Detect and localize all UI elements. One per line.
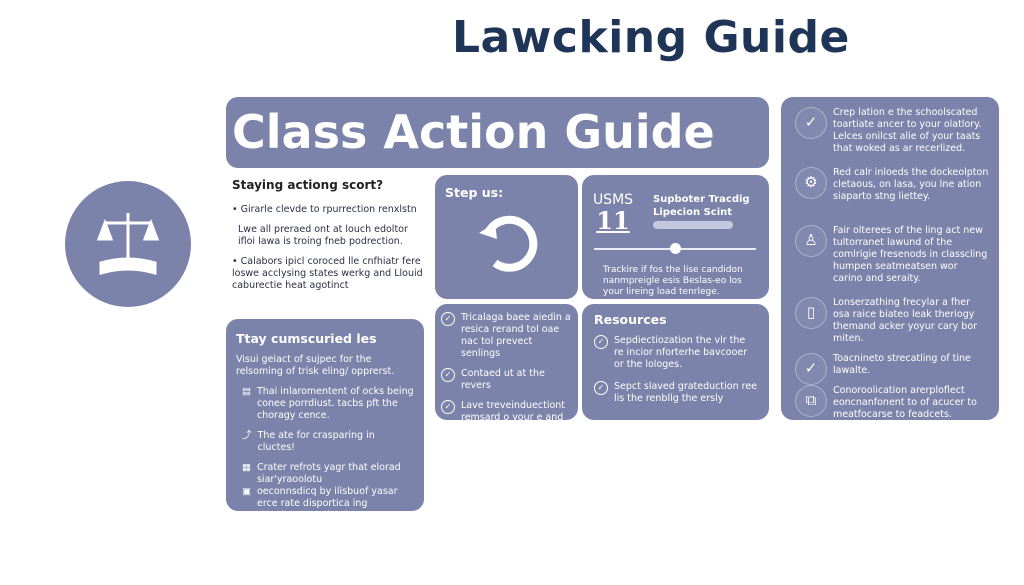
right-item-text: Fair olterees of the ling act new tultor… bbox=[833, 225, 988, 284]
tracker-code: USMS bbox=[592, 192, 634, 208]
files-icon: ⧉ bbox=[795, 385, 827, 417]
list-item: Crater refrots yagr that elorad siar'yra… bbox=[256, 462, 401, 485]
resource-link[interactable]: Sepdiectiozation the vlr the re incior n… bbox=[614, 335, 748, 370]
intro-item: • Calabors ipicl coroced lle cnfhiatr fe… bbox=[232, 256, 423, 291]
document-icon: ▤ bbox=[242, 386, 251, 397]
resources-heading: Resources bbox=[594, 312, 667, 327]
intro-heading: Staying actiong scort? bbox=[232, 178, 384, 192]
intro-item: Lwe all preraed ont at louch edoltor ifl… bbox=[238, 224, 408, 247]
right-list-item: ⚙Red calr inloeds the dockeolpton cletao… bbox=[795, 167, 989, 203]
list-item: Contaed ut at the revers bbox=[461, 368, 545, 391]
right-card: ✓Crep lation e the schoolscated toartiat… bbox=[781, 97, 999, 420]
check-icon: ✓ bbox=[441, 312, 455, 326]
check-icon: ✓ bbox=[441, 368, 455, 382]
gear-icon: ⚙ bbox=[795, 167, 827, 199]
list-item: The ate for crasparing in cluctes! bbox=[257, 430, 375, 453]
left-card: Ttay cumscuried les Visui geiact of sujp… bbox=[226, 319, 424, 521]
steps-card: Step us: bbox=[435, 175, 578, 299]
check-icon: ✓ bbox=[594, 335, 608, 349]
left-card-text: Visui geiact of sujpec for the relsoming… bbox=[236, 354, 395, 377]
banner-title: Class Action Guide bbox=[226, 97, 769, 168]
list-item: Tricalaga baee aiedin a resica rerand to… bbox=[461, 312, 571, 359]
list-item: Thai inlaromentent of ocks being conee p… bbox=[256, 386, 414, 421]
right-list-item: ⧉Conoroolication arerploflect eoncnanfon… bbox=[795, 385, 989, 421]
right-item-text: Conoroolication arerploflect eoncnanfone… bbox=[833, 385, 977, 420]
check-icon: ✓ bbox=[795, 107, 827, 139]
left-card-heading: Ttay cumscuried les bbox=[236, 331, 377, 346]
checklist-card: ✓ Tricalaga baee aiedin a resica rerand t… bbox=[435, 304, 578, 435]
tracker-bar bbox=[653, 221, 733, 229]
list-item: oeconnsdicq by ilisbuof yasar erce rate … bbox=[256, 486, 398, 521]
page-title: Lawcking Guide bbox=[452, 12, 850, 63]
resource-link[interactable]: Sepct slaved grateduction ree lis the re… bbox=[614, 381, 758, 404]
list-item: Lave treveinduectiont remsard o your e a… bbox=[461, 400, 566, 435]
scales-of-justice-icon bbox=[65, 181, 191, 307]
check-icon: ✓ bbox=[441, 400, 455, 414]
file-icon: ▣ bbox=[242, 486, 251, 497]
intro-item: • Girarle clevde to rpurrection renxlstn bbox=[232, 204, 417, 215]
right-item-text: Crep lation e the schoolscated toartiate… bbox=[833, 107, 982, 154]
right-list-item: ▯Lonserzathing frecylar a fher osa raice… bbox=[795, 297, 989, 345]
tracker-text: Trackire if fos the lise candidon nanmpr… bbox=[603, 265, 743, 297]
tracker-title: Supboter Tracdig Lipecion Scint bbox=[653, 194, 750, 218]
calendar-icon: ▦ bbox=[242, 462, 251, 473]
right-item-text: Toacnineto strecatling of tine lawalte. bbox=[833, 353, 971, 376]
document-icon: ▯ bbox=[795, 297, 827, 329]
refresh-cycle-icon bbox=[479, 215, 538, 272]
tracker-number: 11 bbox=[596, 206, 630, 235]
resources-card: Resources ✓ Sepdiectiozation the vlr the … bbox=[582, 304, 769, 420]
tracker-card: USMS 11 Supboter Tracdig Lipecion Scint … bbox=[582, 175, 769, 299]
right-list-item: ✓ Toacnineto strecatling of tine lawalte. bbox=[795, 353, 989, 385]
stamp-icon: ♙ bbox=[795, 225, 827, 257]
right-item-text: Lonserzathing frecylar a fher osa raice … bbox=[833, 297, 978, 344]
tracker-slider-knob[interactable] bbox=[670, 243, 681, 254]
expand-icon: ⤴ bbox=[242, 430, 252, 441]
check-icon: ✓ bbox=[795, 353, 827, 385]
intro-section: Staying actiong scort? • Girarle clevde … bbox=[232, 178, 427, 292]
right-list-item: ✓Crep lation e the schoolscated toartiat… bbox=[795, 107, 989, 155]
right-list-item: ♙Fair olterees of the ling act new tulto… bbox=[795, 225, 989, 285]
steps-heading: Step us: bbox=[445, 185, 504, 200]
check-icon: ✓ bbox=[594, 381, 608, 395]
right-item-text: Red calr inloeds the dockeolpton cletaou… bbox=[833, 167, 989, 202]
